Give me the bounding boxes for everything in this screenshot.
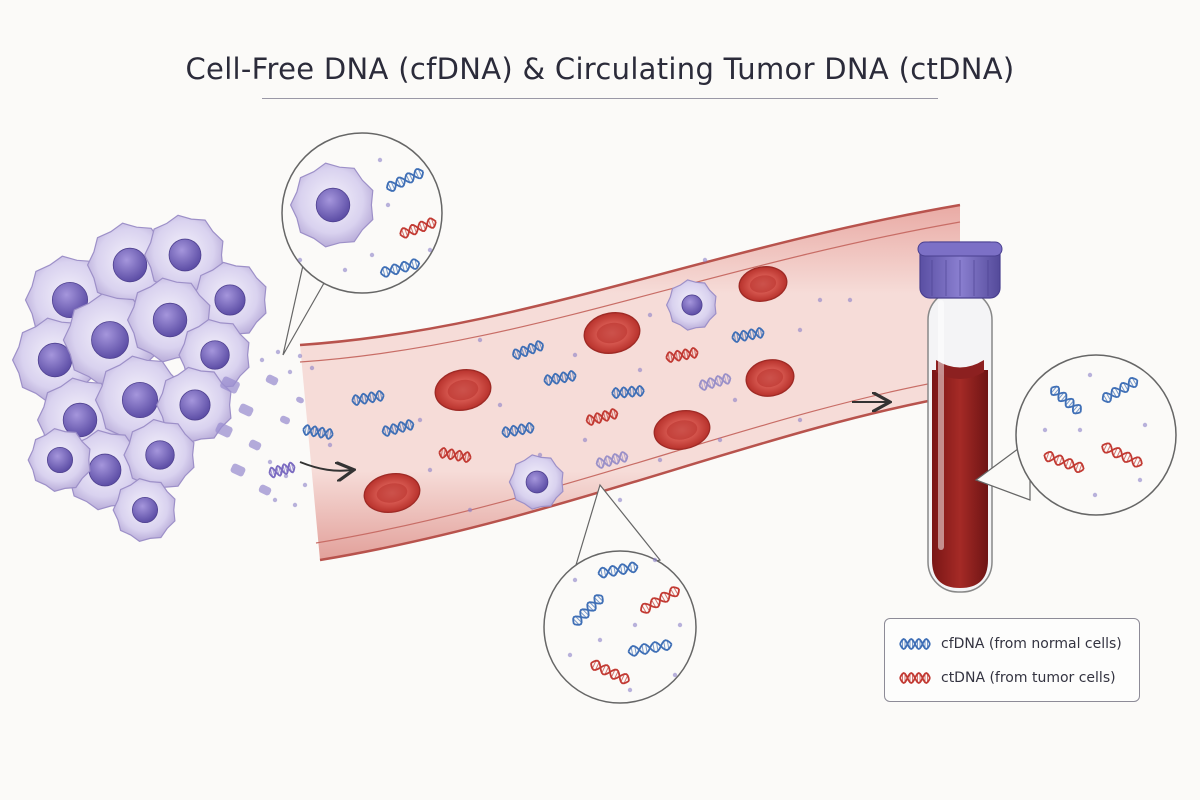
cell-fragment bbox=[296, 396, 304, 404]
cell-fragment bbox=[238, 403, 254, 417]
dna-helix-icon bbox=[665, 346, 699, 364]
tumor-cell-icon bbox=[27, 428, 91, 492]
dna-helix-icon bbox=[698, 373, 732, 391]
vessel-contents bbox=[351, 257, 853, 513]
red-blood-cell-icon bbox=[583, 312, 641, 354]
dna-helix-icon bbox=[512, 340, 544, 360]
vessel-dots bbox=[417, 257, 853, 513]
dna-helix-icon bbox=[597, 561, 639, 579]
dna-helix-icon bbox=[1043, 450, 1085, 474]
dna-helix-icon bbox=[585, 408, 619, 426]
legend-item-cfdna: cfDNA (from normal cells) bbox=[897, 633, 1122, 655]
callout-dots bbox=[297, 157, 433, 273]
callout-dots bbox=[567, 557, 683, 693]
tumor-cell-icon bbox=[289, 162, 374, 248]
dna-helix-icon bbox=[595, 451, 629, 469]
dna-helix-icon bbox=[899, 637, 931, 651]
dna-helix-icon bbox=[899, 671, 931, 685]
dna-helix-icon bbox=[379, 258, 421, 278]
white-blood-cell-icon bbox=[508, 454, 564, 510]
callout-vessel-zoom bbox=[543, 483, 697, 704]
dna-helix-icon bbox=[590, 659, 630, 685]
cell-fragment bbox=[248, 439, 262, 451]
tumor-cluster bbox=[11, 214, 267, 542]
red-blood-cell-icon bbox=[363, 473, 421, 513]
arrow-into-vessel bbox=[299, 462, 352, 471]
cell-fragment bbox=[230, 463, 246, 477]
title-underline bbox=[262, 98, 938, 99]
red-blood-cell-icon bbox=[738, 266, 788, 302]
tumor-cell-icon bbox=[191, 261, 267, 339]
callout-dots bbox=[1042, 372, 1148, 498]
dna-helix-icon bbox=[1101, 442, 1143, 468]
tumor-cell-icon bbox=[86, 222, 171, 308]
dna-helix-icon bbox=[899, 637, 931, 651]
dna-helix-icon bbox=[1050, 385, 1082, 415]
shed-fragments bbox=[215, 349, 334, 508]
legend-item-ctdna: ctDNA (from tumor cells) bbox=[897, 667, 1116, 689]
callout-tube-zoom bbox=[974, 354, 1177, 516]
dna-helix-icon bbox=[1101, 377, 1139, 403]
dna-helix-icon bbox=[381, 419, 415, 437]
dna-helix-icon bbox=[572, 594, 604, 626]
red-blood-cell-icon bbox=[434, 369, 492, 411]
cell-fragment bbox=[265, 374, 279, 386]
dna-helix-icon bbox=[351, 389, 385, 407]
dna-helix-icon bbox=[385, 168, 425, 192]
white-blood-cell-icon bbox=[665, 279, 717, 331]
blood-tube bbox=[917, 241, 1003, 593]
cell-fragment bbox=[258, 484, 272, 496]
red-blood-cell-icon bbox=[653, 410, 711, 450]
dna-helix-icon bbox=[899, 671, 931, 685]
tumor-cell-icon bbox=[123, 418, 195, 492]
legend: cfDNA (from normal cells) ctDNA (from tu… bbox=[884, 618, 1140, 702]
diagram-title: Cell-Free DNA (cfDNA) & Circulating Tumo… bbox=[185, 52, 1015, 86]
dna-helix-icon bbox=[627, 639, 673, 657]
cell-fragment bbox=[215, 422, 233, 438]
callout-tumor-release bbox=[281, 132, 443, 356]
red-blood-cell-icon bbox=[745, 359, 795, 397]
cell-fragment bbox=[279, 415, 291, 425]
dna-helix-icon bbox=[731, 326, 765, 344]
dna-helix-icon bbox=[543, 369, 577, 387]
legend-label-cfdna: cfDNA (from normal cells) bbox=[941, 636, 1122, 652]
dna-helix-icon bbox=[501, 421, 535, 439]
legend-label-ctdna: ctDNA (from tumor cells) bbox=[941, 670, 1116, 686]
dna-helix-icon bbox=[268, 461, 296, 479]
dna-helix-icon bbox=[640, 586, 680, 614]
dna-helix-icon bbox=[611, 384, 645, 400]
blood-vessel bbox=[299, 203, 961, 562]
dna-helix-icon bbox=[399, 217, 437, 239]
dna-helix-icon bbox=[438, 446, 472, 464]
dna-helix-icon bbox=[302, 424, 334, 440]
cell-fragment bbox=[220, 376, 240, 394]
tumor-cell-icon bbox=[112, 478, 176, 542]
